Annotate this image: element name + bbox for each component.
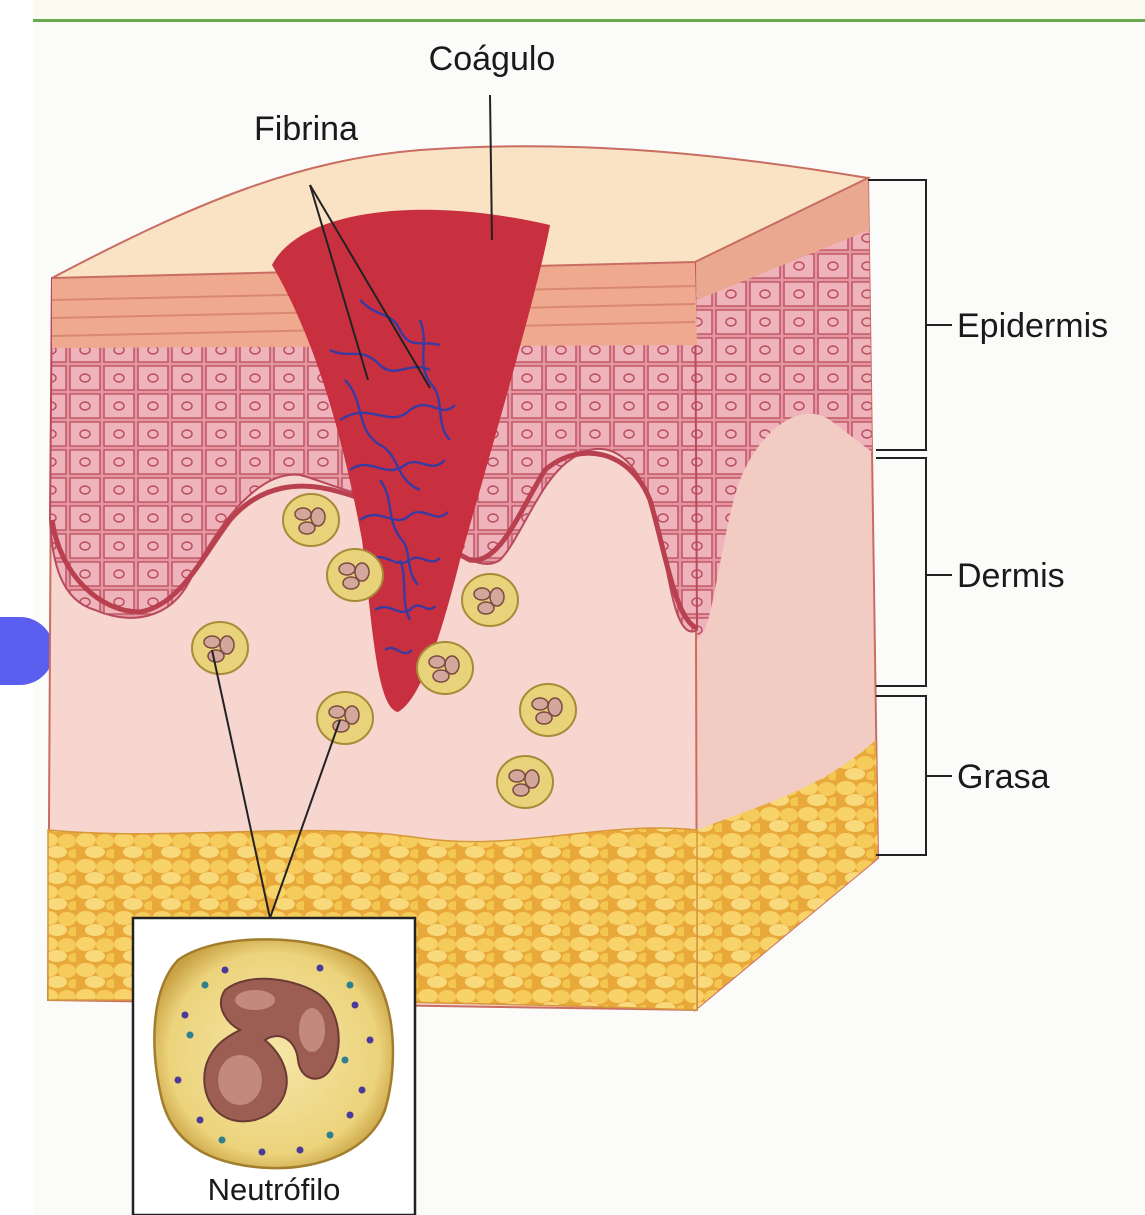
neutrophil [497, 756, 553, 808]
neutrophil [327, 549, 383, 601]
granule [347, 982, 354, 989]
granule [297, 1147, 304, 1154]
granule [352, 1002, 359, 1009]
granule [222, 967, 229, 974]
granule [367, 1037, 374, 1044]
granule [202, 982, 209, 989]
top-bar [33, 0, 1145, 22]
neutrophil [417, 642, 473, 694]
neutrophil [192, 622, 248, 674]
granule [259, 1149, 266, 1156]
granule [219, 1137, 226, 1144]
label-fat: Grasa [957, 758, 1050, 796]
granule [317, 965, 324, 972]
label-dermis: Dermis [957, 557, 1065, 595]
granule [182, 1012, 189, 1019]
granule [342, 1057, 349, 1064]
label-epidermis: Epidermis [957, 307, 1108, 345]
neutrophil-inset: Neutrófilo [133, 918, 415, 1215]
granule [347, 1112, 354, 1119]
granule [197, 1117, 204, 1124]
neutrophil [520, 684, 576, 736]
granule [327, 1132, 334, 1139]
granule [175, 1077, 182, 1084]
label-neutrophil: Neutrófilo [208, 1172, 341, 1207]
neutrophil [462, 574, 518, 626]
neutrophil [317, 692, 373, 744]
top-bar-line [33, 19, 1145, 22]
label-clot: Coágulo [429, 40, 556, 78]
label-fibrin: Fibrina [254, 110, 358, 148]
granule [187, 1032, 194, 1039]
neutrophil [283, 494, 339, 546]
granule [359, 1087, 366, 1094]
